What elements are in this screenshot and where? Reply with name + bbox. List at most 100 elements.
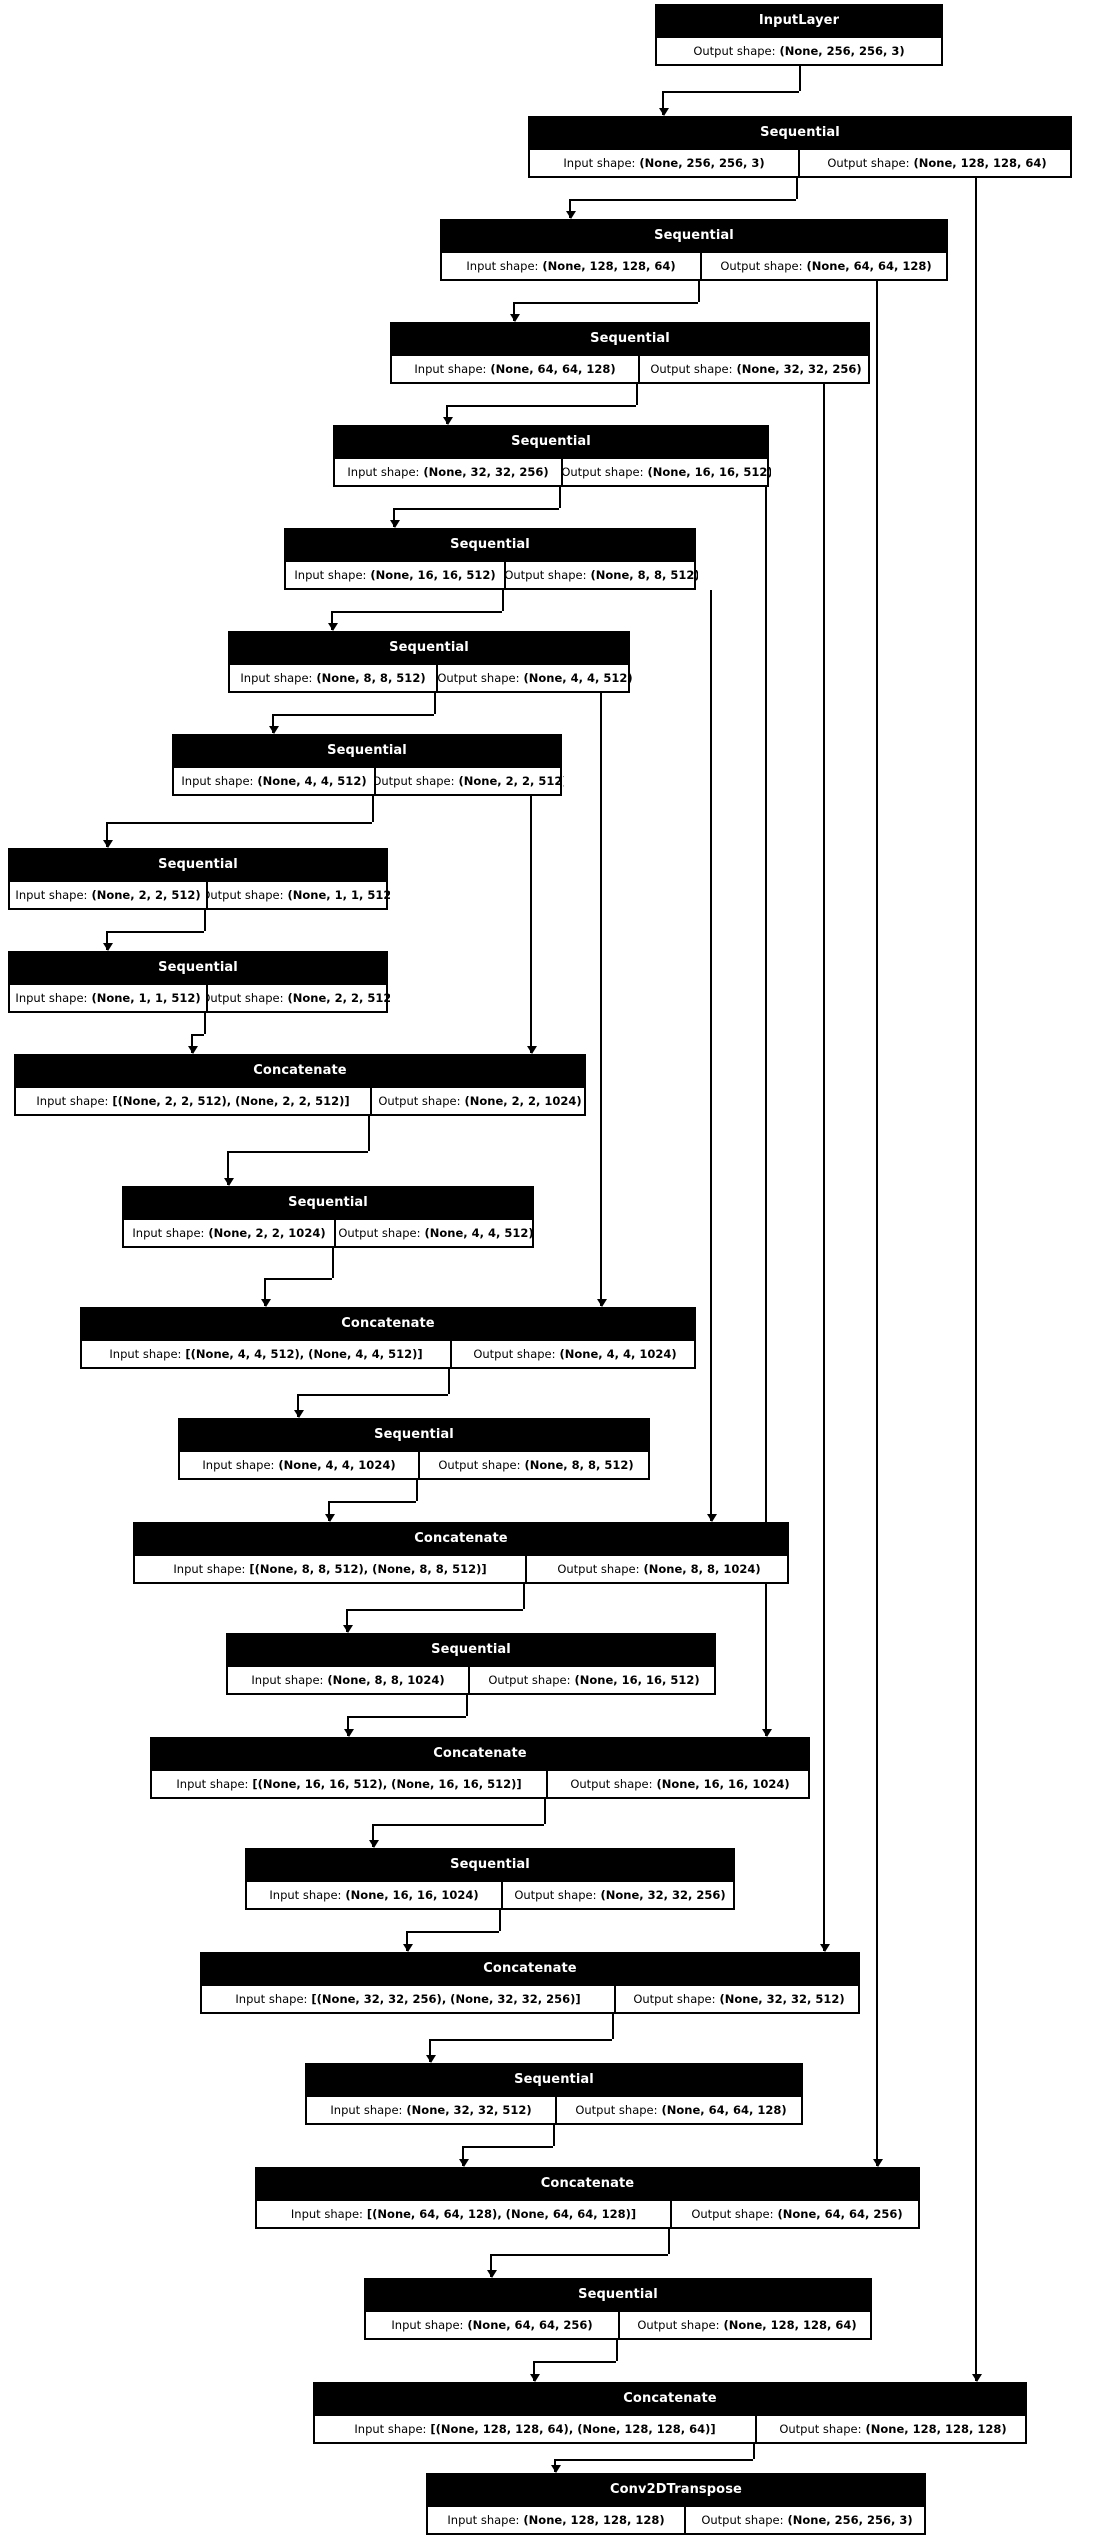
output-shape-prefix: Output shape:: [206, 888, 284, 902]
input-shape-prefix: Input shape:: [269, 1888, 342, 1902]
input-shape-prefix: Input shape:: [176, 1777, 249, 1791]
input-shape-cell: Input shape:(None, 1, 1, 512): [10, 985, 206, 1011]
edge-main-n16-seg3: [372, 1823, 374, 1847]
output-shape-cell: Output shape:(None, 32, 32, 512): [614, 1986, 862, 2012]
edge-main-n17-seg2: [406, 1931, 499, 1933]
layer-type-label: Sequential: [10, 953, 386, 983]
edge-main-n21-seg3: [533, 2361, 535, 2381]
layer-type-label: Sequential: [247, 1850, 733, 1880]
output-shape-prefix: Output shape:: [488, 1673, 571, 1687]
output-shape-cell: Output shape:(None, 8, 8, 512): [418, 1452, 652, 1478]
layer-shape-row: Input shape:(None, 2, 2, 1024)Output sha…: [124, 1218, 534, 1246]
edge-main-n3-seg1: [636, 384, 638, 405]
output-shape-prefix: Output shape:: [473, 1347, 556, 1361]
output-shape-prefix: Output shape:: [637, 2318, 720, 2332]
edge-arrow-to-n8: [103, 840, 113, 848]
input-shape-value: [(None, 8, 8, 512), (None, 8, 8, 512)]: [249, 1562, 487, 1576]
layer-type-label: Sequential: [335, 427, 767, 457]
output-shape-value: (None, 64, 64, 256): [777, 2207, 903, 2221]
output-shape-prefix: Output shape:: [374, 774, 455, 788]
input-shape-value: (None, 2, 2, 1024): [208, 1226, 326, 1240]
edge-main-n15-seg2: [347, 1716, 466, 1718]
skip-edge-n3-to-n18: [823, 384, 825, 1951]
edge-main-n2-seg2: [513, 301, 698, 304]
input-shape-cell: Input shape:(None, 16, 16, 1024): [247, 1882, 501, 1908]
input-shape-prefix: Input shape:: [251, 1673, 324, 1687]
input-shape-cell: Input shape:[(None, 8, 8, 512), (None, 8…: [135, 1556, 525, 1582]
edge-main-n12-seg2: [297, 1393, 448, 1396]
edge-arrow-to-n10: [188, 1046, 198, 1054]
layer-shape-row: Input shape:(None, 128, 128, 128)Output …: [428, 2505, 924, 2533]
layer-shape-row: Input shape:[(None, 8, 8, 512), (None, 8…: [135, 1554, 787, 1582]
edge-arrow-to-n20: [458, 2159, 469, 2167]
output-shape-value: (None, 2, 2, 512): [287, 991, 390, 1005]
input-shape-cell: Input shape:[(None, 4, 4, 512), (None, 4…: [82, 1341, 450, 1367]
edge-main-n12-seg3: [297, 1393, 299, 1417]
edge-main-n22-seg2: [554, 2458, 753, 2461]
output-shape-prefix: Output shape:: [514, 1888, 597, 1902]
edge-main-n7-seg3: [106, 822, 108, 847]
output-shape-cell: Output shape:(None, 4, 4, 512): [436, 665, 632, 691]
output-shape-prefix: Output shape:: [206, 991, 284, 1005]
edge-main-n16-seg2: [372, 1823, 544, 1826]
input-shape-prefix: Input shape:: [15, 888, 88, 902]
input-shape-value: (None, 4, 4, 512): [257, 774, 367, 788]
input-shape-prefix: Input shape:: [202, 1458, 275, 1472]
edge-main-n9-seg3: [191, 1033, 193, 1053]
edge-main-n1-seg3: [569, 198, 571, 218]
layer-type-label: Sequential: [307, 2065, 801, 2095]
output-shape-value: (None, 128, 128, 64): [723, 2318, 857, 2332]
output-shape-prefix: Output shape:: [378, 1094, 461, 1108]
input-shape-value: (None, 32, 32, 512): [406, 2103, 532, 2117]
input-shape-cell: Input shape:(None, 8, 8, 512): [230, 665, 436, 691]
output-shape-value: (None, 256, 256, 3): [779, 44, 905, 58]
layer-type-label: Sequential: [10, 850, 386, 880]
input-shape-prefix: Input shape:: [466, 259, 539, 273]
input-shape-prefix: Input shape:: [563, 156, 636, 170]
edge-main-n2-seg1: [698, 281, 700, 302]
output-shape-value: (None, 8, 8, 512): [524, 1458, 634, 1472]
layer-shape-row: Input shape:(None, 64, 64, 128)Output sh…: [392, 354, 868, 382]
layer-shape-row: Input shape:[(None, 128, 128, 64), (None…: [315, 2414, 1025, 2442]
output-shape-value: (None, 16, 16, 512): [647, 465, 771, 479]
input-shape-cell: Input shape:(None, 4, 4, 1024): [180, 1452, 418, 1478]
edge-main-n21-seg2: [533, 2361, 616, 2363]
output-shape-cell: Output shape:(None, 256, 256, 3): [684, 2507, 928, 2533]
layer-shape-row: Input shape:(None, 128, 128, 64)Output s…: [442, 251, 946, 279]
output-shape-cell: Output shape:(None, 4, 4, 512): [334, 1220, 536, 1246]
edge-main-n8-seg1: [204, 910, 206, 931]
edge-main-n6-seg1: [434, 693, 436, 714]
layer-shape-row: Input shape:(None, 2, 2, 512)Output shap…: [10, 880, 390, 908]
input-shape-prefix: Input shape:: [173, 1562, 246, 1576]
input-shape-cell: Input shape:[(None, 32, 32, 256), (None,…: [202, 1986, 614, 2012]
edge-arrow-to-n2: [566, 211, 576, 219]
input-shape-value: (None, 64, 64, 256): [467, 2318, 593, 2332]
output-shape-cell: Output shape:(None, 64, 64, 256): [670, 2201, 922, 2227]
output-shape-cell: Output shape:(None, 128, 128, 128): [755, 2416, 1029, 2442]
